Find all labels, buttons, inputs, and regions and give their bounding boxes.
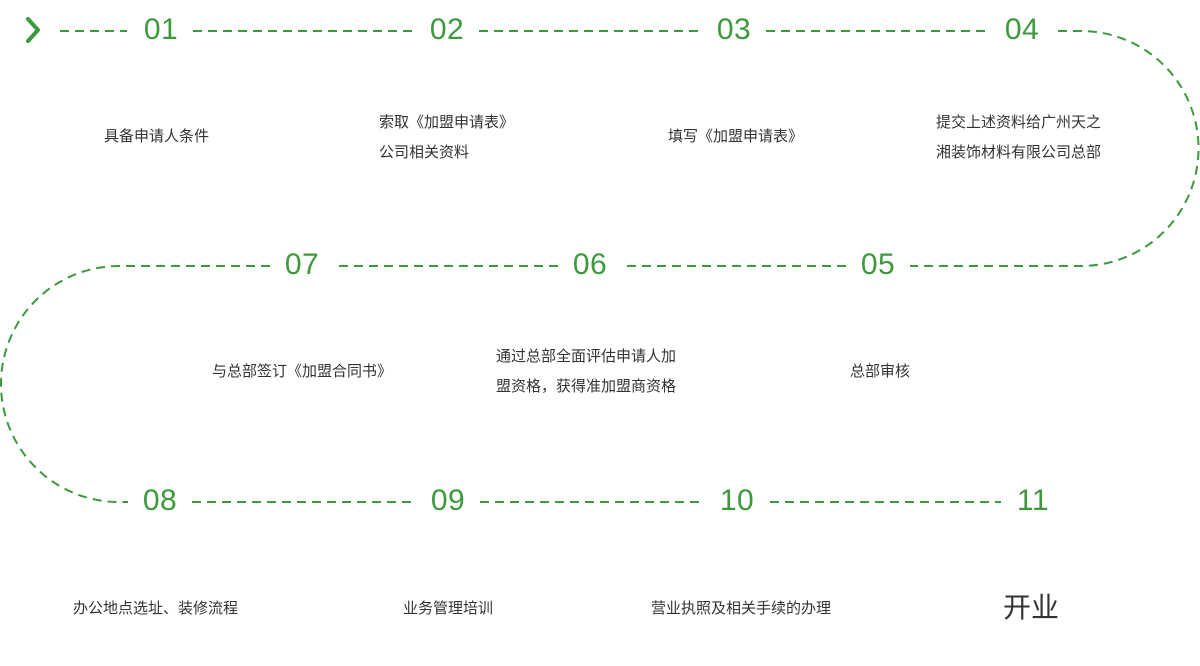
step-description-09: 业务管理培训: [403, 593, 493, 623]
step-02-line-2: 公司相关资料: [379, 143, 470, 161]
step-description-11: 开业: [1003, 591, 1059, 625]
step-number-06: 06: [572, 248, 608, 281]
step-06-line-2: 盟资格，获得准加盟商资格: [496, 377, 677, 395]
step-04-line-2: 湘装饰材料有限公司总部: [936, 143, 1102, 161]
step-10-line-1: 营业执照及相关手续的办理: [651, 599, 832, 617]
step-number-01: 01: [143, 13, 179, 46]
step-description-06: 通过总部全面评估申请人加 盟资格，获得准加盟商资格: [496, 341, 676, 401]
step-08-line-1: 办公地点选址、装修流程: [73, 599, 239, 617]
step-description-10: 营业执照及相关手续的办理: [651, 593, 831, 623]
step-04-line-1: 提交上述资料给广州天之: [936, 113, 1102, 131]
step-number-05: 05: [860, 248, 896, 281]
path-left-curve: [0, 265, 270, 503]
step-02-line-1: 索取《加盟申请表》: [379, 113, 515, 131]
path-segments: [0, 30, 1200, 503]
step-11-line-1: 开业: [1003, 591, 1060, 624]
step-number-04: 04: [1004, 13, 1040, 46]
step-06-line-1: 通过总部全面评估申请人加: [496, 347, 677, 365]
step-number-03: 03: [716, 13, 752, 46]
step-number-08: 08: [142, 484, 178, 517]
step-number-10: 10: [719, 484, 755, 517]
step-number-02: 02: [429, 13, 465, 46]
step-01-line-1: 具备申请人条件: [104, 127, 210, 145]
step-05-line-1: 总部审核: [850, 362, 911, 380]
step-number-09: 09: [430, 484, 466, 517]
step-description-03: 填写《加盟申请表》: [668, 121, 803, 151]
step-description-07: 与总部签订《加盟合同书》: [212, 356, 392, 386]
step-description-05: 总部审核: [850, 356, 910, 386]
step-description-08: 办公地点选址、装修流程: [73, 593, 238, 623]
step-07-line-1: 与总部签订《加盟合同书》: [212, 362, 393, 380]
step-09-line-1: 业务管理培训: [403, 599, 494, 617]
step-description-02: 索取《加盟申请表》 公司相关资料: [379, 107, 514, 167]
step-03-line-1: 填写《加盟申请表》: [668, 127, 804, 145]
step-description-01: 具备申请人条件: [104, 121, 209, 151]
step-number-07: 07: [284, 248, 320, 281]
step-description-04: 提交上述资料给广州天之 湘装饰材料有限公司总部: [936, 107, 1101, 167]
step-number-11: 11: [1016, 484, 1050, 517]
chevron-right-icon: [26, 17, 40, 43]
